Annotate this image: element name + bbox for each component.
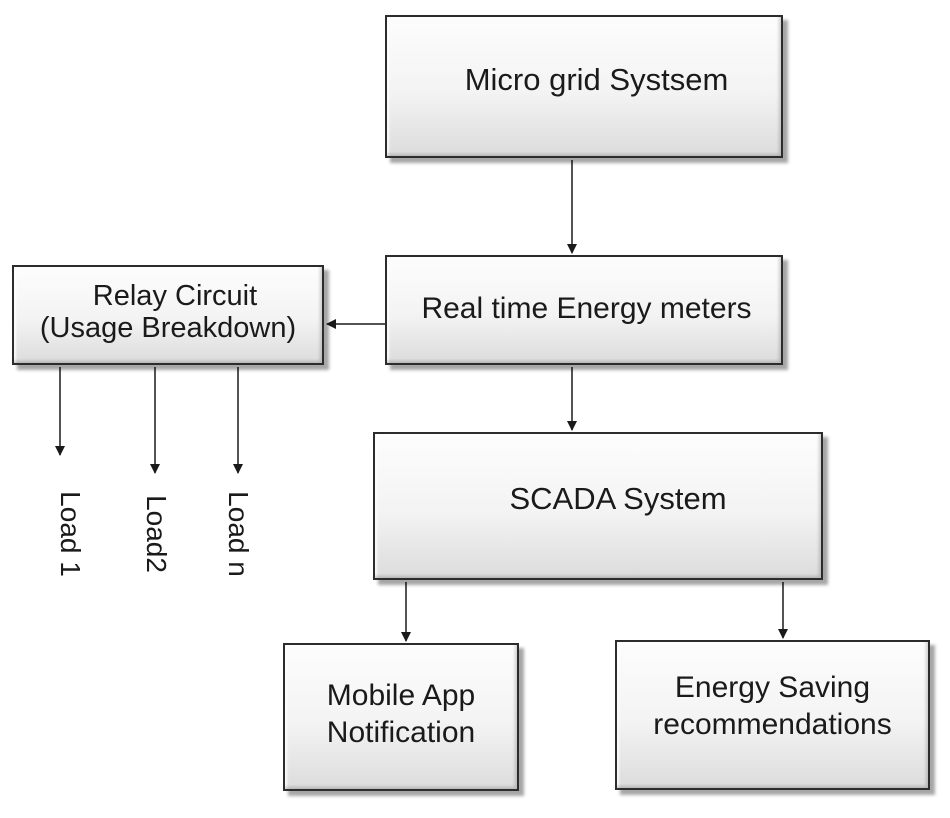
mobile-app-notification-box: Mobile App Notification: [283, 643, 519, 791]
recommendations-label: recommendations: [653, 708, 892, 741]
load-2-label: Load2: [141, 495, 172, 573]
scada-system-box: SCADA System: [373, 432, 823, 580]
energy-meters-box: Real time Energy meters: [385, 255, 783, 365]
energy-saving-box: Energy Saving recommendations: [615, 640, 930, 790]
load-n-label: Load n: [223, 491, 254, 577]
relay-circuit-box: Relay Circuit (Usage Breakdown): [12, 265, 324, 365]
load-1-label: Load 1: [55, 491, 86, 577]
micro-grid-system-label: Micro grid Systsem: [464, 61, 729, 97]
energy-saving-label: Energy Saving: [674, 671, 871, 705]
notification-label: Notification: [326, 716, 476, 749]
scada-system-label: SCADA System: [509, 481, 727, 517]
micro-grid-system-box: Micro grid Systsem: [385, 15, 783, 158]
energy-meters-label: Real time Energy meters: [421, 292, 752, 325]
relay-circuit-label: Relay Circuit: [92, 279, 258, 312]
mobile-app-label: Mobile App: [326, 679, 476, 713]
usage-breakdown-label: (Usage Breakdown): [39, 312, 297, 344]
